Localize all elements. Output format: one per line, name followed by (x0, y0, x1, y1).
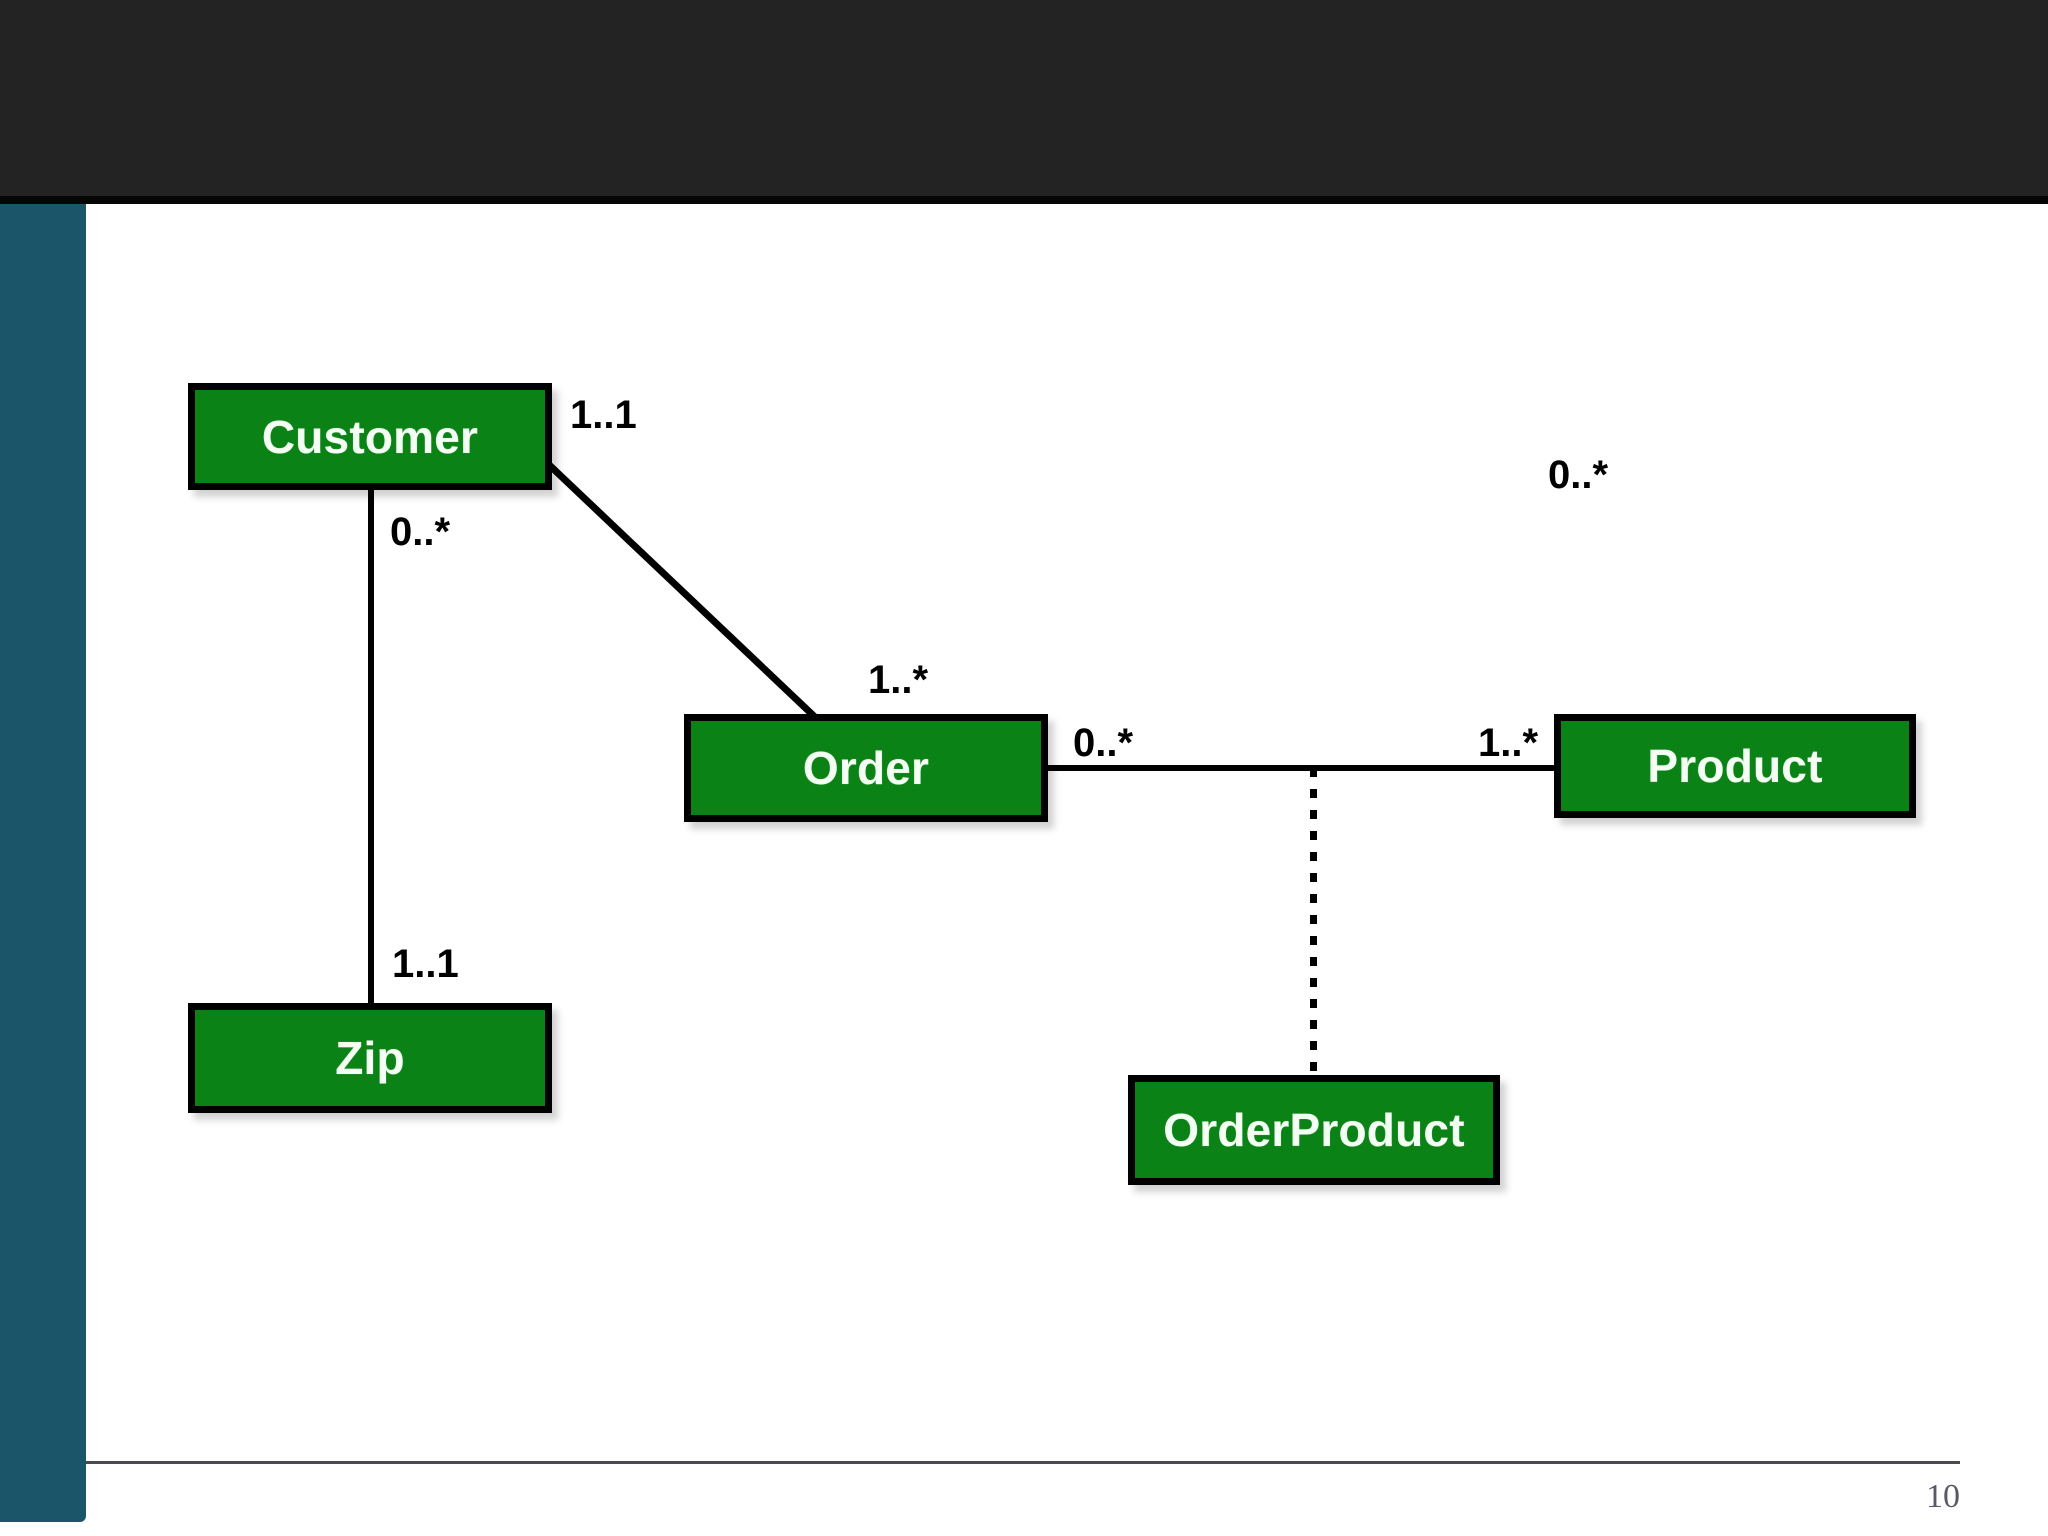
entity-label-orderproduct: OrderProduct (1163, 1104, 1465, 1156)
multiplicity-customer-zip-target: 1..1 (392, 942, 459, 986)
multiplicity-order-product-target: 1..* (1478, 721, 1539, 765)
entity-label-zip: Zip (335, 1032, 405, 1084)
diagonal-connector-svg (541, 457, 819, 721)
window-topbar (0, 0, 2048, 196)
page-number: 10 (1926, 1478, 1960, 1515)
footer-divider (86, 1461, 1960, 1464)
association-line-customer-order (526, 450, 886, 725)
association-line-orderproduct-dotted (1310, 768, 1317, 1078)
multiplicity-customer-order-source: 1..1 (570, 393, 637, 437)
multiplicity-order-product-source: 0..* (1073, 721, 1134, 765)
entity-box-orderproduct[interactable]: OrderProduct (1128, 1075, 1500, 1185)
floating-multiplicity-label: 0..* (1548, 453, 1609, 497)
entity-label-customer: Customer (261, 410, 479, 463)
entity-label-order: Order (802, 742, 930, 794)
multiplicity-customer-zip-source: 0..* (390, 510, 451, 554)
entity-box-customer[interactable]: Customer (188, 383, 552, 490)
slide-sidebar-accent (0, 204, 86, 1522)
association-line-order-product (1044, 765, 1558, 771)
entity-box-zip[interactable]: Zip (188, 1003, 552, 1113)
entity-box-order[interactable]: Order (684, 714, 1048, 822)
topbar-divider (0, 196, 2048, 204)
entity-label-product: Product (1647, 740, 1823, 792)
slide-content-area: Customer Order Product Zip OrderProduct … (86, 204, 2048, 1536)
association-line-customer-zip (368, 488, 374, 1005)
multiplicity-customer-order-target: 1..* (868, 658, 929, 702)
entity-box-product[interactable]: Product (1554, 714, 1916, 818)
